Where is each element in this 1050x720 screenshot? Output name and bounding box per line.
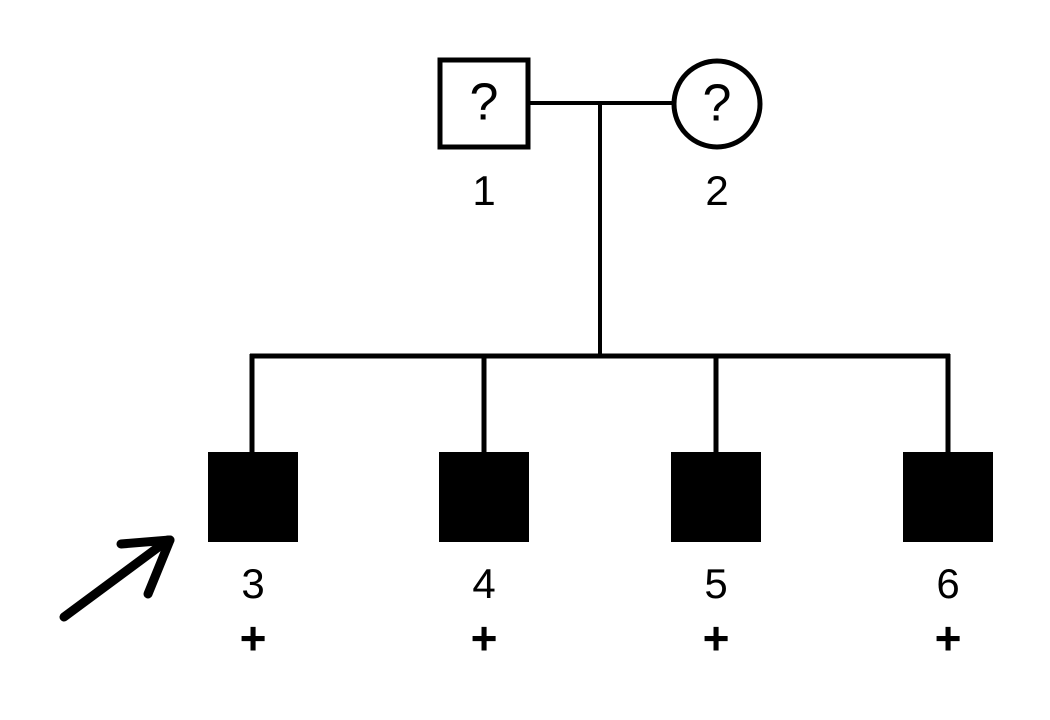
individual-4-marker: + <box>471 612 498 664</box>
individual-6-label: 6 <box>936 560 959 607</box>
proband-arrow-icon <box>59 535 175 622</box>
individual-4-label: 4 <box>472 560 495 607</box>
individual-2-circle[interactable] <box>671 58 763 150</box>
individual-6-square[interactable] <box>903 452 993 542</box>
individual-6-marker: + <box>935 612 962 664</box>
individual-2-status-glyph: ? <box>703 75 732 133</box>
individual-2-label: 2 <box>705 167 728 214</box>
individual-3-square[interactable] <box>208 452 298 542</box>
individual-5-marker: + <box>703 612 730 664</box>
individual-1-square[interactable] <box>437 57 531 150</box>
individual-3-label: 3 <box>241 560 264 607</box>
individual-1-status-glyph: ? <box>470 74 499 132</box>
individual-3-marker: + <box>240 612 267 664</box>
individual-5-square[interactable] <box>671 452 761 542</box>
individual-4-square[interactable] <box>439 452 529 542</box>
individual-1-label: 1 <box>472 167 495 214</box>
individual-5-label: 5 <box>704 560 727 607</box>
